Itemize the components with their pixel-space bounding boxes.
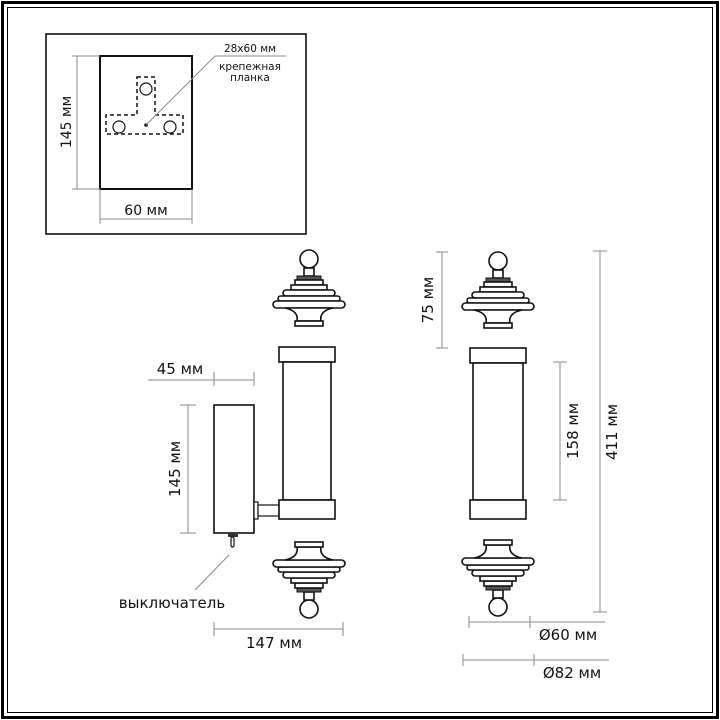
switch-label: выключатель [119,594,225,612]
total-height-label: 411 мм [603,404,621,460]
inset-height-label: 145 мм [59,96,75,148]
cap-diameter-label: Ø82 мм [543,664,601,682]
shade-height-label: 158 мм [564,403,582,459]
switch [230,536,235,548]
wall-base [213,404,255,534]
plate-size-label: 28x60 мм [224,43,276,55]
plate-label-line2: планка [230,72,270,84]
finial-height-label: 75 мм [419,277,437,324]
shade-diameter-label: Ø60 мм [539,626,597,644]
arm-depth-label: 45 мм [157,360,204,378]
total-depth-label: 147 мм [246,634,302,652]
wall-plate [99,55,193,190]
mounting-plate [105,76,184,135]
inset-width-label: 60 мм [124,203,167,219]
side-view: 45 мм 145 мм выключатель 147 мм [119,249,346,652]
front-view: 75 мм 158 мм 411 мм Ø60 мм Ø82 мм [419,250,621,682]
inner-frame [7,7,713,713]
plate-label-line1: крепежная [219,61,281,73]
inset-panel: 28x60 мм крепежная планка 145 мм 60 мм [45,33,307,235]
base-height-label: 145 мм [166,441,184,497]
